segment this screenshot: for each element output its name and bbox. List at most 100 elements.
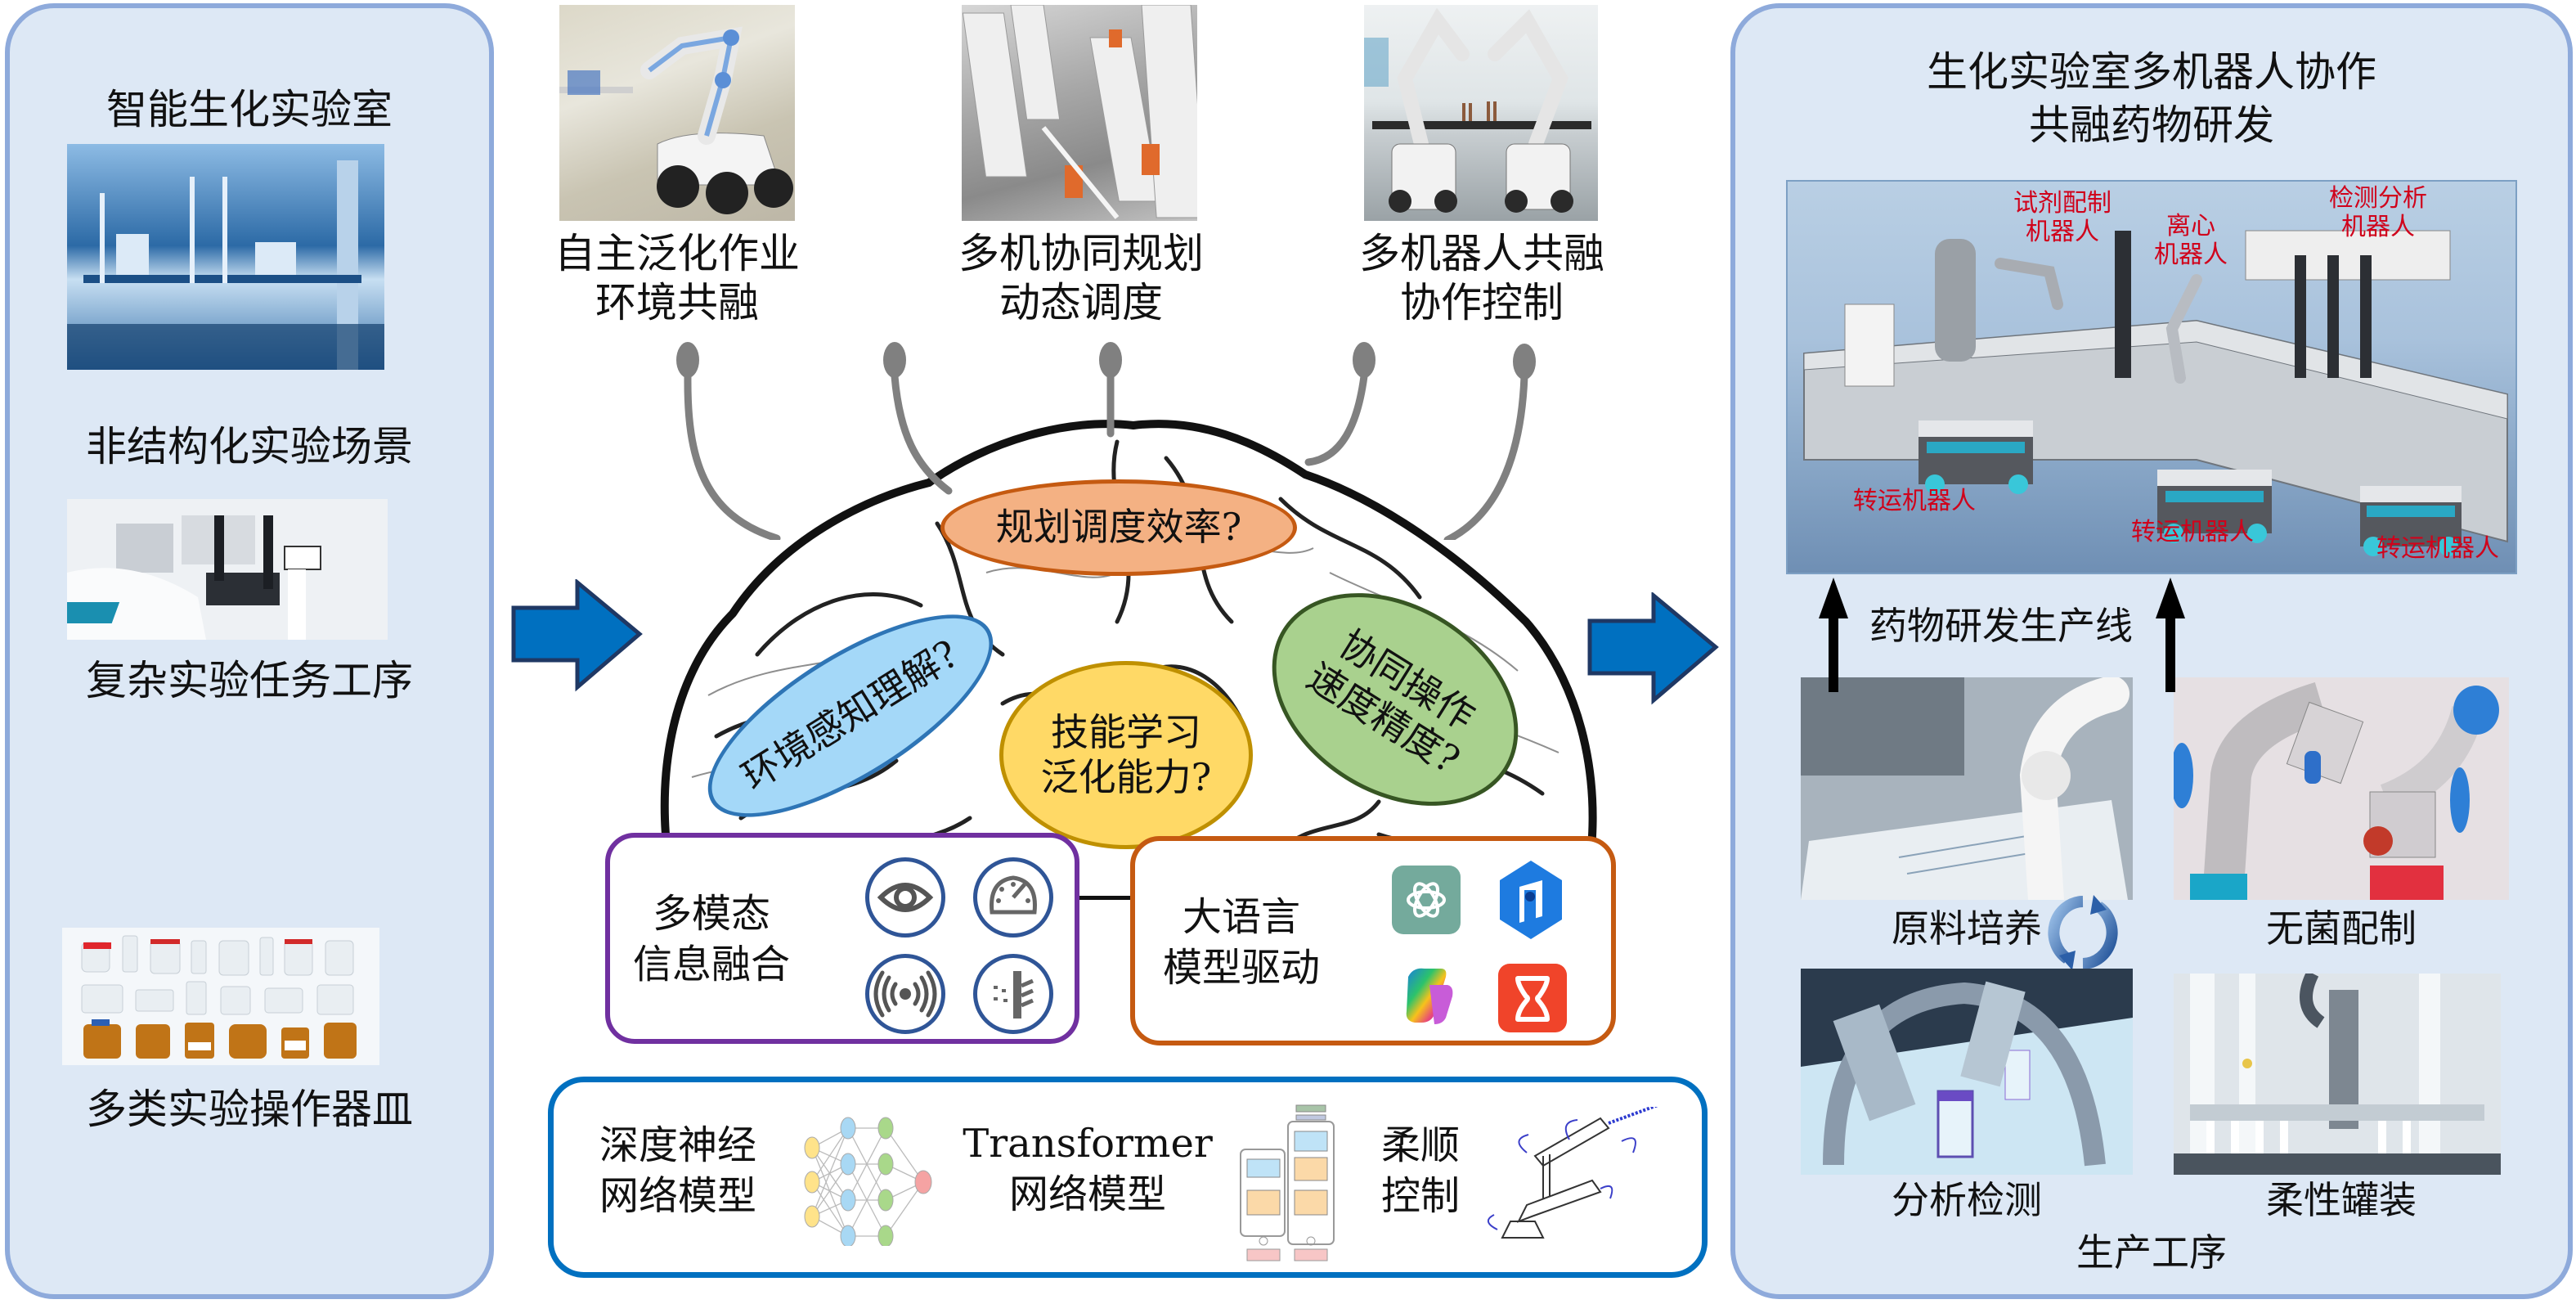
up-arrow-right: [2156, 578, 2185, 692]
robot-workstation-illustration: [67, 499, 388, 640]
dual-arm-mobile-robots-photo: [1364, 5, 1598, 221]
analysis-detection-photo: [1801, 969, 2133, 1175]
transport-robot-3: [2360, 486, 2462, 556]
nn-input-node: [804, 1136, 820, 1159]
llm-driven-box: 大语言 模型驱动: [1130, 836, 1616, 1045]
compliant-arm-diagram: [1488, 1107, 1658, 1239]
aseptic-robots-illustration: [2174, 677, 2509, 900]
hourglass-logo-icon: [1498, 964, 1567, 1032]
left-panel-title: 智能生化实验室: [106, 86, 393, 133]
transport-robot-1: [1919, 420, 2033, 494]
transformer-architecture-diagram: [1240, 1104, 1335, 1261]
capability-autonomous-line2: 环境共融: [595, 279, 759, 326]
capability-cooperative-control: 多机器人共融 协作控制: [1318, 229, 1645, 327]
nn-hidden-node: [840, 1153, 856, 1176]
capability-planning-line2: 动态调度: [999, 279, 1163, 326]
signal-waves-icon: [865, 954, 945, 1034]
production-process-footer: 生产工序: [2076, 1230, 2227, 1275]
blue-hexagon-logo-icon: [1497, 859, 1565, 939]
lab-vessels-photo: [62, 928, 379, 1065]
material-culture-photo: [1801, 677, 2133, 900]
question-planning-efficiency: 规划调度效率?: [940, 479, 1297, 576]
centrifuge-line1: 离心: [2166, 212, 2215, 241]
connector-line-4: [1304, 372, 1368, 466]
connector-node-3: [1099, 342, 1122, 378]
capability-cooperative-line2: 协作控制: [1400, 279, 1564, 326]
llm-line2: 模型驱动: [1162, 945, 1320, 991]
connector-node-4: [1353, 342, 1376, 378]
centrifuge-line2: 机器人: [2154, 240, 2228, 269]
right-panel-title: 生化实验室多机器人协作 共融药物研发: [1735, 46, 2568, 152]
multimodal-label: 多模态 信息融合: [630, 888, 793, 991]
cycle-icon: [2048, 895, 2118, 970]
transformer-line2: 网络模型: [1008, 1171, 1166, 1218]
detect-line1: 检测分析: [2329, 184, 2427, 213]
gauge-icon: [973, 857, 1053, 938]
lidar-scan-icon: [973, 954, 1053, 1034]
learning-models-box: 深度神经 网络模型 Transformer 网络模型: [548, 1077, 1708, 1278]
nn-hidden-node: [877, 1153, 894, 1176]
multimodal-line2: 信息融合: [632, 942, 790, 988]
analysis-illustration: [1801, 969, 2133, 1175]
unstructured-lab-photo: [67, 144, 384, 370]
capability-planning-line1: 多机协同规划: [958, 230, 1204, 277]
production-line-illustration: [1803, 230, 2508, 556]
label-transport-robot-1: 转运机器人: [1853, 487, 1976, 515]
multimodal-line1: 多模态: [652, 891, 770, 937]
caption-complex-tasks: 复杂实验任务工序: [86, 657, 413, 704]
process-flexible-filling: 柔性罐装: [2266, 1178, 2417, 1222]
right-title-line1: 生化实验室多机器人协作: [1927, 48, 2376, 96]
right-title-line2: 共融药物研发: [2029, 101, 2274, 149]
chatgpt-logo-icon: [1392, 866, 1461, 934]
nn-input-node: [804, 1171, 820, 1194]
dnn-line2: 网络模型: [599, 1173, 756, 1220]
flexible-filling-photo: [2174, 974, 2501, 1175]
compliance-line2: 控制: [1380, 1173, 1460, 1220]
transformer-line1: Transformer: [963, 1121, 1213, 1167]
dnn-label: 深度神经 网络模型: [580, 1120, 776, 1222]
nn-hidden-node: [877, 1189, 894, 1212]
capability-autonomous-line1: 自主泛化作业: [554, 230, 800, 277]
up-arrow-left: [1819, 578, 1848, 692]
caption-lab-vessels: 多类实验操作器皿: [86, 1086, 413, 1133]
flow-arrow-left: [511, 579, 643, 692]
reagent-line1: 试剂配制: [2013, 189, 2112, 218]
compliance-label: 柔顺 控制: [1371, 1120, 1470, 1222]
reagent-line2: 机器人: [2026, 217, 2099, 246]
question-skill-learning: 技能学习 泛化能力?: [999, 661, 1253, 849]
label-transport-robot-2: 转运机器人: [2131, 518, 2254, 546]
capability-multi-robot-planning: 多机协同规划 动态调度: [918, 229, 1245, 327]
nn-input-node: [804, 1205, 820, 1228]
transformer-label: Transformer 网络模型: [961, 1118, 1214, 1221]
nn-hidden-node: [840, 1189, 856, 1212]
lab-scene-illustration: [67, 144, 384, 370]
process-analysis-detection: 分析检测: [1892, 1178, 2042, 1222]
dual-arm-robots-illustration: [1364, 7, 1591, 213]
process-material-culture: 原料培养: [1892, 906, 2042, 951]
question-planning-text: 规划调度效率?: [995, 505, 1242, 550]
neural-network-diagram: [804, 1117, 932, 1246]
mobile-robot-illustration: [559, 26, 793, 214]
culture-line-illustration: [1801, 677, 2133, 900]
nn-hidden-node: [877, 1225, 894, 1246]
aseptic-preparation-photo: [2174, 677, 2509, 900]
detect-line2: 机器人: [2341, 212, 2415, 241]
production-line-render: 试剂配制 机器人 离心 机器人 检测分析 机器人 转运机器人 转运机器人 转运机…: [1786, 180, 2517, 574]
process-aseptic-preparation: 无菌配制: [2266, 906, 2417, 951]
connector-line-2: [891, 372, 953, 495]
mobile-manipulator-photo: [559, 5, 795, 221]
nn-hidden-node: [840, 1225, 856, 1246]
connector-line-1: [684, 372, 781, 540]
connector-node-5: [1513, 344, 1536, 380]
filling-line-illustration: [2174, 974, 2501, 1175]
dnn-line1: 深度神经: [599, 1122, 756, 1168]
nn-output-node: [914, 1170, 932, 1194]
label-reagent-robot: 试剂配制 机器人: [1997, 189, 2128, 246]
label-detection-robot: 检测分析 机器人: [2313, 184, 2444, 241]
nn-hidden-node: [840, 1117, 856, 1140]
production-line-label: 药物研发生产线: [1869, 604, 2133, 648]
capability-autonomous: 自主泛化作业 环境共融: [514, 229, 841, 327]
capability-cooperative-line1: 多机器人共融: [1359, 230, 1604, 277]
bottles-illustration: [62, 928, 379, 1065]
complex-task-photo: [67, 499, 388, 640]
